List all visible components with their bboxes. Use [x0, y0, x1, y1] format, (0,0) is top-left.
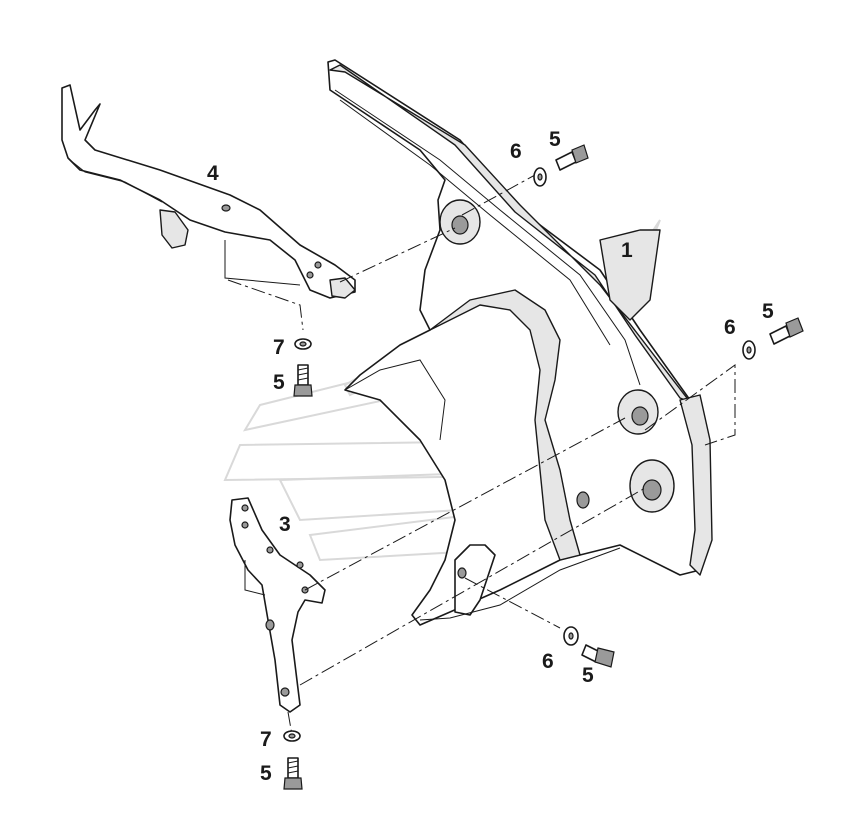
fastener-group-right [742, 317, 804, 360]
fastener-group-bottom-middle [563, 626, 615, 668]
bolt-head-icon [571, 144, 589, 164]
callout-labels: 1 3 4 5 6 5 6 5 6 7 5 7 5 [207, 128, 774, 785]
bolt-shank-icon [769, 325, 791, 345]
callout-washer-top: 6 [510, 140, 522, 163]
callout-bolt-top: 5 [549, 128, 561, 151]
callout-washer-right: 6 [724, 316, 736, 339]
callout-nut-upper-left: 7 [273, 336, 285, 359]
callout-bolt-lower-left: 5 [260, 762, 272, 785]
callout-washer-bottom-middle: 6 [542, 650, 554, 673]
bolt-head-icon [283, 777, 303, 790]
part-1-housing [327, 59, 713, 626]
fastener-group-lower-left [283, 730, 303, 790]
callout-part-4: 4 [207, 162, 219, 185]
bolt-head-icon [594, 647, 615, 668]
callout-bolt-right: 5 [762, 300, 774, 323]
callout-bolt-upper-left: 5 [273, 371, 285, 394]
fastener-group-top [533, 144, 589, 187]
callout-bolt-bottom-middle: 5 [582, 664, 594, 687]
part-3-lower-bracket [229, 497, 326, 713]
bolt-head-icon [785, 317, 804, 338]
callout-nut-lower-left: 7 [260, 728, 272, 751]
callout-part-3: 3 [279, 513, 291, 536]
callout-part-1: 1 [621, 239, 633, 262]
bolt-head-icon [293, 384, 313, 397]
part-4-upper-bracket [61, 84, 356, 299]
assembly-lines [227, 174, 736, 736]
fastener-group-upper-left [293, 338, 313, 397]
